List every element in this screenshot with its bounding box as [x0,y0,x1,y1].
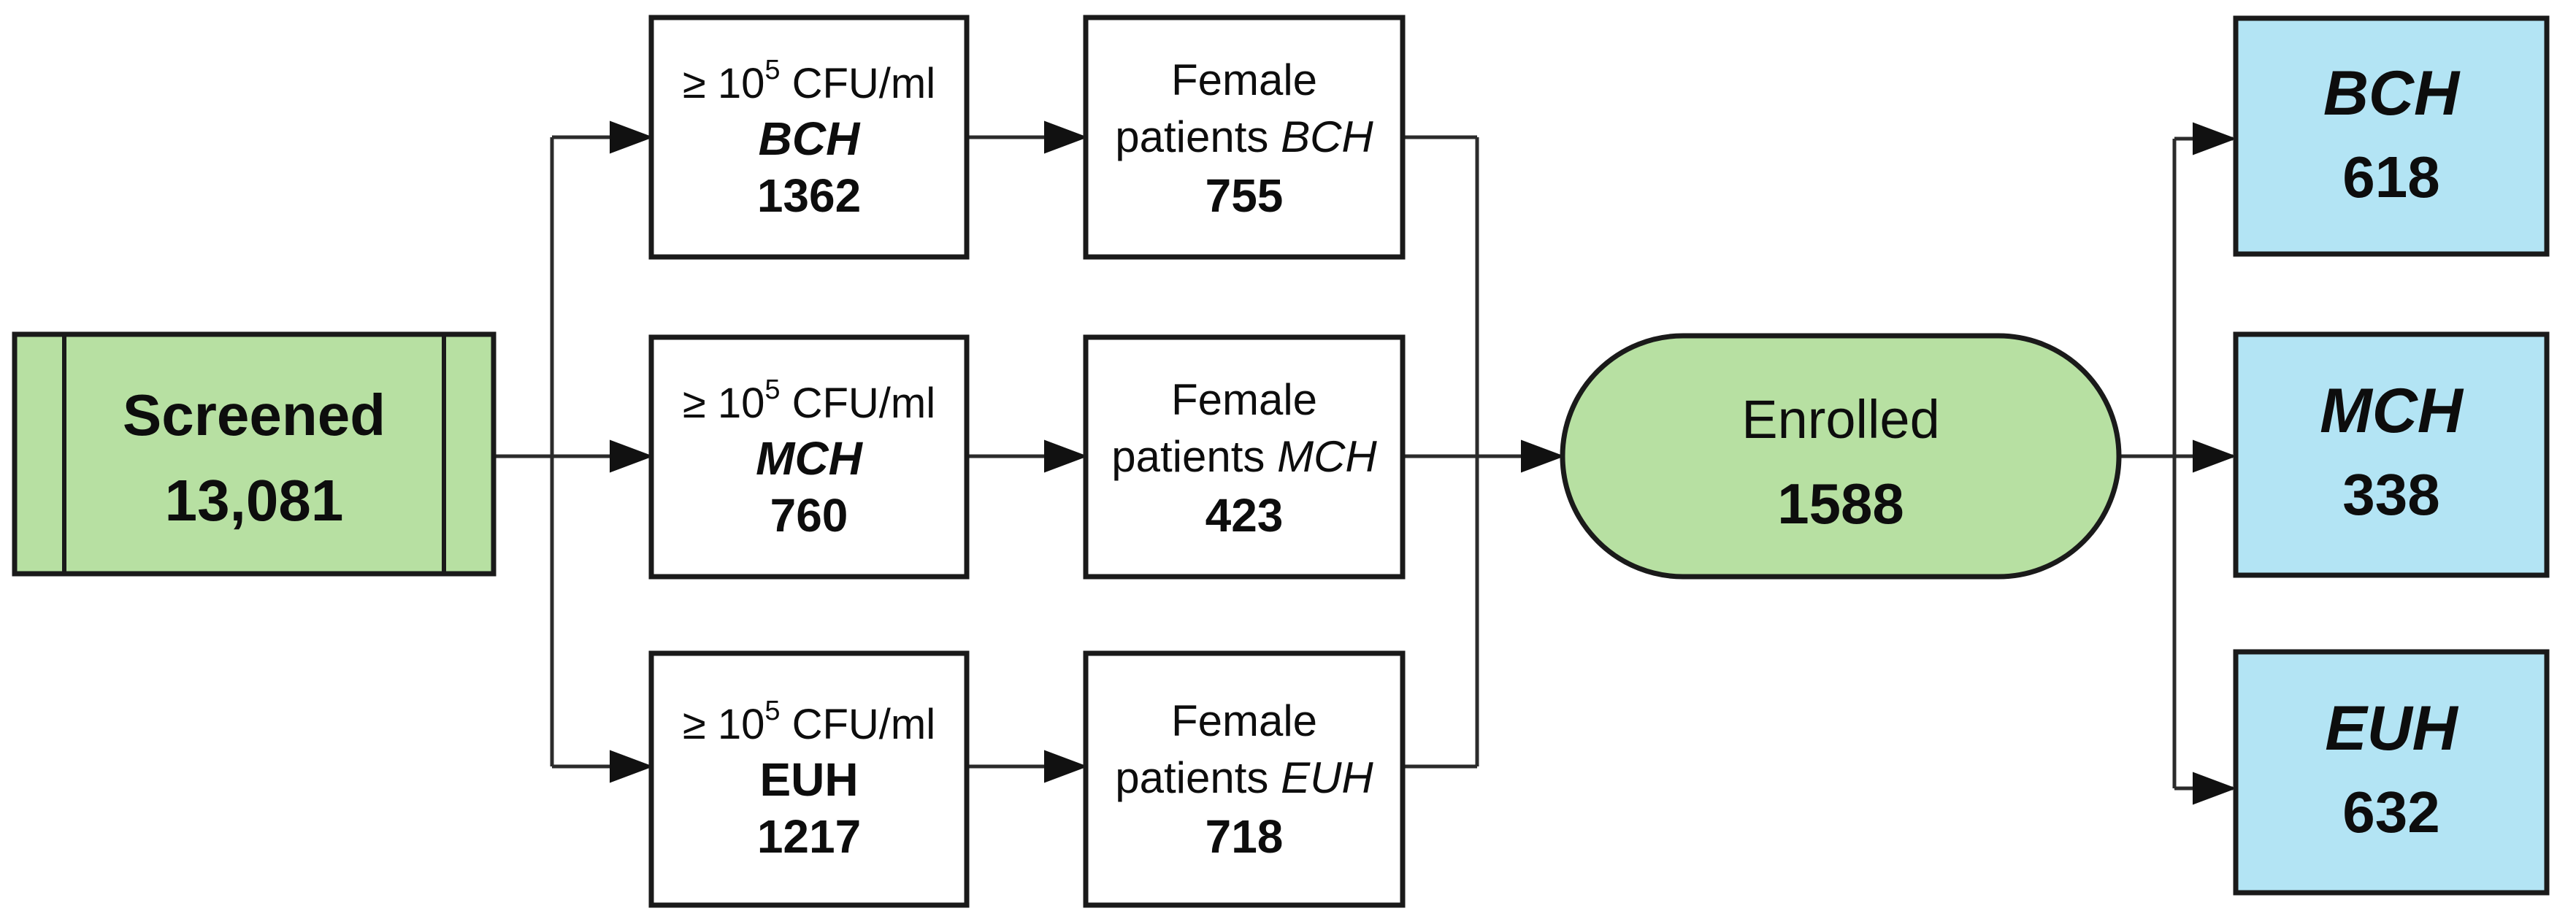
cfu-count: 1217 [757,810,861,863]
female-line1: Female [1171,696,1317,745]
cfu-threshold-text: ≥ 105 CFU/ml [683,696,935,748]
node-cfu-bch: ≥ 105 CFU/ml BCH 1362 [648,15,970,260]
female-line2: patients BCH [1115,112,1373,161]
cfu-site-label: BCH [759,112,861,165]
female-line2: patients MCH [1111,432,1377,481]
node-total-mch: MCH 338 [2233,331,2550,578]
screened-count: 13,081 [165,468,344,533]
cfu-threshold-text: ≥ 105 CFU/ml [683,374,935,427]
total-count: 338 [2342,462,2439,527]
node-female-euh: Female patients EUH 718 [1083,650,1406,908]
node-female-bch: Female patients BCH 755 [1083,15,1406,260]
total-count: 618 [2342,145,2439,209]
female-count: 423 [1205,489,1284,542]
female-line1: Female [1171,375,1317,424]
screened-label: Screened [123,382,386,447]
node-cfu-mch: ≥ 105 CFU/ml MCH 760 [648,334,970,580]
female-count: 718 [1205,810,1284,863]
cfu-threshold-text: ≥ 105 CFU/ml [683,55,935,107]
total-site-label: EUH [2325,693,2458,764]
total-site-label: BCH [2323,58,2461,128]
cfu-count: 1362 [757,169,861,222]
node-screened: Screened 13,081 [12,331,497,577]
node-female-mch: Female patients MCH 423 [1083,334,1406,580]
node-total-bch: BCH 618 [2233,15,2550,257]
total-site-label: MCH [2320,376,2464,446]
connectors [495,120,2236,805]
female-line2: patients EUH [1115,753,1373,802]
node-cfu-euh: ≥ 105 CFU/ml EUH 1217 [648,650,970,908]
cfu-site-label: EUH [759,753,858,806]
cfu-count: 760 [770,489,848,542]
total-count: 632 [2342,780,2439,845]
node-enrolled: Enrolled 1588 [1560,333,2122,580]
cfu-site-label: MCH [756,432,864,485]
enrolled-count: 1588 [1777,472,1904,536]
node-total-euh: EUH 632 [2233,649,2550,896]
female-line1: Female [1171,55,1317,104]
female-count: 755 [1205,169,1284,222]
enrolled-label: Enrolled [1741,389,1940,450]
